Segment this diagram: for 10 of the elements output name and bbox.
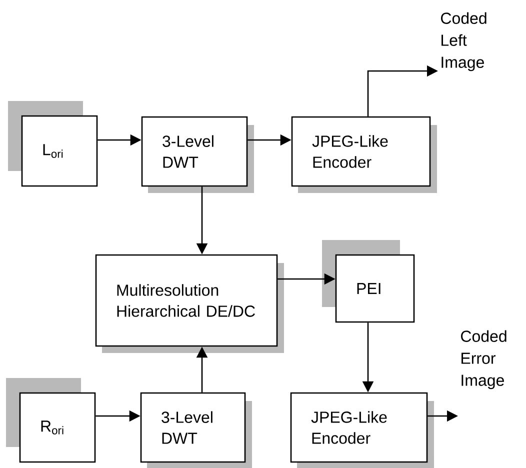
process-box: 3-Level DWT — [141, 116, 254, 193]
output-label: Coded Left Image — [441, 12, 486, 72]
process-box: Multiresolution Hierarchical DE/DC — [95, 254, 284, 353]
process-box: PEI — [322, 240, 415, 323]
process-box: 3-Level DWT — [140, 392, 252, 468]
process-box: R$_{ori}$ — [6, 378, 96, 463]
process-box: JPEG-Like Encoder — [291, 116, 437, 193]
process-box: L$_{ori}$ — [8, 101, 98, 187]
process-box: JPEG-Like Encoder — [290, 392, 434, 468]
output-label: Coded Error Image — [461, 330, 506, 390]
